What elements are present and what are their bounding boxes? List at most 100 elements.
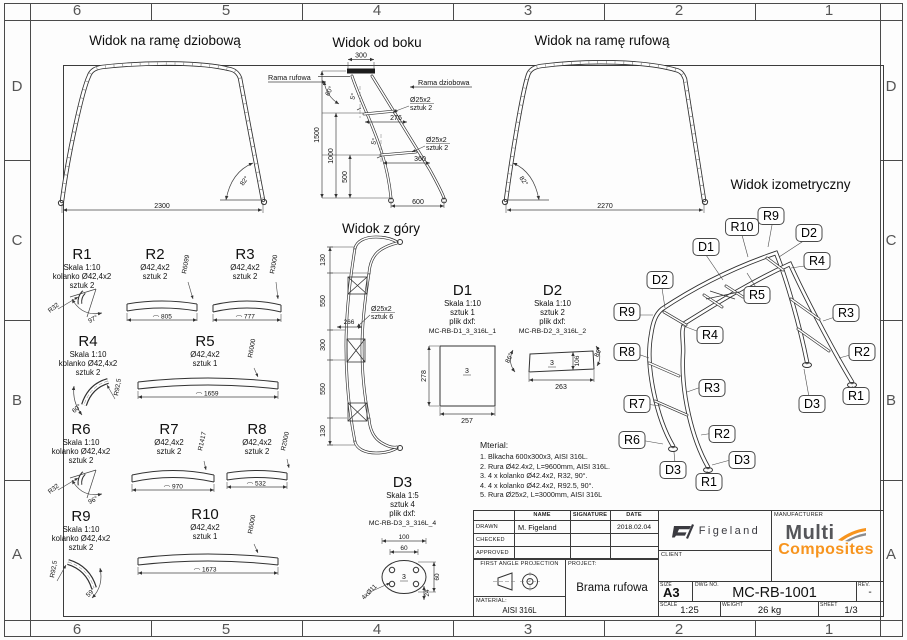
part-scale: Skala 1:10 (62, 525, 100, 534)
part-desc: kolanko Ø42,4x2 (58, 359, 118, 369)
part-desc: kolanko Ø42,4x2 (51, 447, 111, 457)
dim-bow-width: 2300 (154, 203, 170, 210)
detail-file-label: plik dxf: (389, 509, 416, 519)
part-id: R10 (191, 506, 219, 523)
dim-bow-angle: 82° (238, 174, 250, 187)
dim-side-276: 276 (390, 115, 402, 122)
iso-callout: R5 (743, 286, 771, 304)
material-list: Mterial: 1. Blkacha 600x300x3, AISI 316L… (480, 440, 675, 500)
part-r4: R4 Skala 1:10 kolanko Ø42,4x2 sztuk 2 (48, 333, 128, 378)
dim-top-266: 266 (344, 319, 355, 326)
part-qty: sztuk 2 (68, 543, 94, 553)
dim-d1-257: 257 (461, 418, 473, 425)
part-r10-drawing: R6000 1673 (137, 514, 279, 575)
first-angle-projection-icon (493, 572, 540, 591)
part-desc: Ø42,4x2 (190, 350, 220, 359)
label-tube-lower: Ø25x2 (426, 137, 447, 144)
grid-col-label: 5 (221, 621, 231, 638)
iso-callout: R9 (613, 303, 641, 321)
dim-stern-width: 2270 (597, 203, 613, 210)
part-r4-drawing: R92,5 60° (70, 378, 123, 416)
label-tube-upper-qty: sztuk 2 (410, 105, 432, 112)
iso-callout: D2 (646, 271, 674, 289)
dwg-no-label: DWG NO. (695, 582, 719, 588)
weight-value: 26 kg (757, 605, 782, 616)
dim-side-600: 600 (412, 199, 424, 206)
dim-side-60deg: 60° (323, 84, 335, 97)
part-radius: R32 (47, 482, 61, 495)
iso-callout: R4 (803, 252, 831, 270)
iso-callout: R3 (698, 379, 726, 397)
dim-top-130a: 130 (320, 254, 327, 266)
label-top-tube: Ø25x2 (371, 306, 392, 313)
dim-thickness: 3 (550, 360, 554, 367)
part-angle: 96° (87, 494, 100, 506)
part-id: R4 (78, 333, 98, 350)
part-r6: R6 Skala 1:10 kolanko Ø42,4x2 sztuk 2 (41, 421, 121, 466)
detail-d3: D3 Skala 1:5 sztuk 4 plik dxf: MC-RB-D3_… (355, 474, 450, 528)
part-qty: sztuk 2 (75, 368, 101, 378)
grid-row-label: C (885, 232, 897, 249)
detail-d2: D2 Skala 1:10 sztuk 2 plik dxf: MC-RB-D2… (505, 282, 600, 336)
part-id: R5 (195, 333, 215, 350)
dim-thickness: 3 (465, 368, 469, 375)
dim-d2-angle-right: 86° (592, 346, 604, 359)
part-id: R8 (247, 421, 267, 438)
label-rama-rufowa: Rama rufowa (268, 73, 311, 82)
detail-file: MC-RB-D2_3_316L_2 (518, 327, 587, 335)
iso-callout: R7 (623, 395, 651, 413)
dwg-no-value: MC-RB-1001 (732, 585, 817, 601)
detail-file-label: plik dxf: (449, 317, 476, 327)
view-title-top: Widok z góry (341, 221, 421, 236)
material-item: 3. 4 x kolanko Ø42.4x2, R32, 90°. (480, 471, 588, 481)
project-label: PROJECT: (568, 561, 597, 567)
detail-scale: Skala 1:10 (534, 299, 571, 308)
rev-value: - (868, 587, 872, 598)
grid-col-label: 2 (674, 621, 684, 638)
iso-callout: D3 (798, 395, 826, 413)
part-r6-drawing: R32 96° (47, 469, 103, 506)
part-arc: 1673 (202, 567, 217, 574)
grid-col-label: 4 (372, 2, 382, 19)
part-r9-drawing: R92,5 59° (49, 559, 103, 599)
detail-scale: Skala 1:10 (444, 299, 481, 308)
part-arc: 970 (172, 484, 183, 491)
part-desc: Ø42,4x2 (230, 263, 260, 272)
iso-callout: D3 (659, 461, 687, 479)
part-r5: R5 Ø42,4x2 sztuk 1 (130, 333, 280, 368)
part-desc: Ø42,4x2 (154, 438, 184, 447)
part-id: R3 (235, 246, 255, 263)
drawn-name: M. Figeland (518, 523, 557, 532)
detail-file-label: plik dxf: (539, 317, 566, 327)
part-id: R6 (71, 421, 91, 438)
detail-id: D2 (542, 282, 563, 299)
dim-top-130b: 130 (320, 425, 327, 437)
material-item: 4. 4 x kolanko Ø42.4x2, R92.5, 90°. (480, 480, 594, 490)
grid-row-label: B (885, 392, 896, 409)
part-scale: Skala 1:10 (69, 350, 107, 359)
scale-value: 1:25 (680, 605, 699, 616)
view-title-iso: Widok izometryczny (730, 177, 851, 192)
part-qty: sztuk 2 (68, 456, 94, 466)
grid-col-label: 1 (824, 2, 834, 19)
part-r3-drawing: R3000 777 (212, 254, 282, 322)
grid-col-label: 1 (824, 621, 834, 638)
part-r7: R7 Ø42,4x2 sztuk 2 (126, 421, 212, 456)
grid-col-label: 6 (72, 621, 82, 638)
dim-d1-278: 278 (421, 370, 428, 382)
stern-frame-drawing: 2270 82° (501, 60, 709, 213)
grid-row-label: A (11, 546, 22, 563)
part-r8-drawing: R2000 532 (226, 431, 291, 489)
figeland-logo: Figeland (664, 519, 766, 543)
dim-d3-holes: 4xØ11 (360, 583, 378, 601)
dim-d2-angle-left: 86° (503, 352, 515, 365)
part-r9: R9 Skala 1:10 kolanko Ø42,4x2 sztuk 2 (41, 508, 121, 553)
part-desc: kolanko Ø42,4x2 (51, 534, 111, 544)
project-value: Brama rufowa (576, 582, 648, 594)
view-title-bow: Widok na ramę dziobową (89, 33, 241, 48)
part-desc: Ø42,4x2 (242, 438, 272, 447)
rev-label: REV. (858, 582, 871, 588)
part-radius: R2000 (280, 431, 291, 452)
part-angle: 59° (84, 586, 97, 599)
multicomposites-logo: Multi Composites (772, 523, 880, 558)
